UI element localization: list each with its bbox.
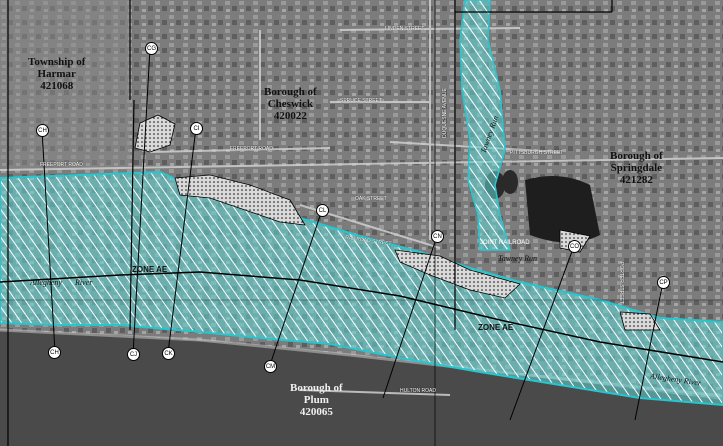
street-label: FREEPORT ROAD — [230, 146, 273, 152]
street-label: LINDEN STREET — [385, 26, 425, 32]
cross-section-marker[interactable]: CG — [145, 42, 158, 55]
street-label: SPRUCE STREET — [340, 98, 382, 104]
cross-section-marker[interactable]: CK — [162, 347, 175, 360]
stream-label: Tawney Run — [498, 254, 538, 263]
river-label: Allegheny — [30, 278, 62, 287]
community-number: 420022 — [273, 110, 307, 122]
zone-label: ZONE AE — [132, 265, 168, 274]
municipality-name: Cheswick — [267, 98, 313, 110]
municipality-name: Harmar — [37, 68, 76, 80]
municipality-name: Plum — [303, 394, 329, 406]
community-number: 420065 — [299, 406, 333, 418]
municipality-type: Township of — [28, 56, 86, 68]
street-label: DUQUESNE AVENUE — [441, 88, 448, 138]
municipality-cheswick: Borough of Cheswick 420022 — [264, 86, 317, 122]
zone-label: ZONE AE — [478, 323, 514, 332]
street-label: HULTON ROAD — [400, 388, 436, 394]
cross-section-marker[interactable]: CM — [264, 360, 277, 373]
cross-section-marker[interactable]: CO — [568, 240, 581, 253]
municipality-harmar: Township of Harmar 421068 — [28, 56, 85, 92]
municipality-type: Borough of — [264, 86, 317, 98]
cross-section-marker[interactable]: CP — [657, 276, 670, 289]
municipality-type: Borough of — [610, 150, 663, 162]
street-label: FREEPORT ROAD — [40, 162, 83, 168]
cross-section-marker[interactable]: CH — [36, 124, 49, 137]
community-number: 421068 — [40, 80, 74, 92]
river-label: River — [75, 278, 93, 287]
cross-section-marker[interactable]: CI — [190, 122, 203, 135]
cross-section-marker[interactable]: CN — [431, 230, 444, 243]
municipality-plum: Borough of Plum 420065 — [290, 382, 343, 418]
street-label: OAK STREET — [355, 196, 387, 202]
community-number: 421282 — [619, 174, 653, 186]
municipality-name: Springdale — [610, 162, 663, 174]
cross-section-marker[interactable]: CL — [316, 204, 329, 217]
cross-section-marker[interactable]: CJ — [127, 348, 140, 361]
place-label: JOINT RAILROAD — [480, 240, 530, 246]
municipality-type: Borough of — [290, 382, 343, 394]
street-label: PITTSBURGH STREET — [510, 150, 564, 156]
municipality-springdale: Borough of Springdale 421282 — [610, 150, 663, 186]
cross-section-marker[interactable]: CH — [48, 346, 61, 359]
street-label: PORTER STREET — [617, 262, 624, 304]
